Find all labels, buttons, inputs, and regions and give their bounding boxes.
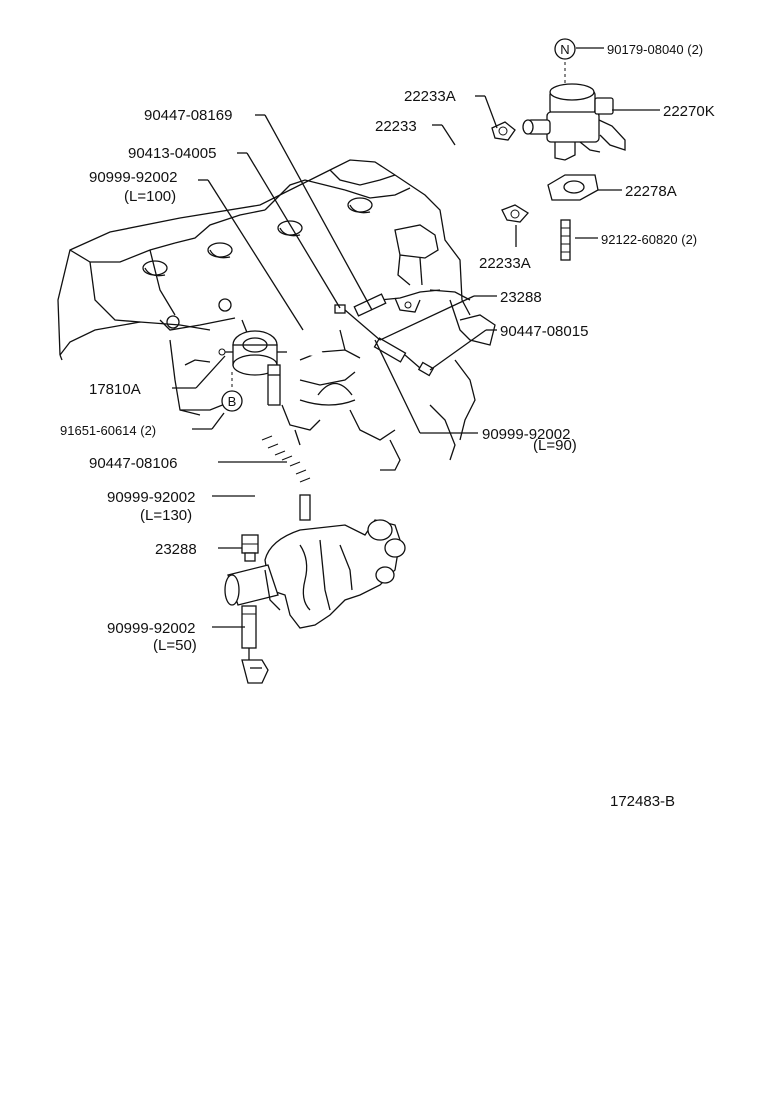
callout-90413-04005: 90413-04005 [128,145,216,162]
n-symbol-label: N [560,42,569,57]
callout-22233A-bottom: 22233A [479,255,531,272]
callout-90447-08169: 90447-08169 [144,107,232,124]
callout-90999-92002-b: 90999-92002 [482,426,570,443]
callout-91651-60614: 91651-60614 (2) [60,423,156,438]
distributor-drawing [224,484,406,684]
callout-90999-92002-a: 90999-92002 [89,169,177,186]
diagram-id: 172483-B [610,793,675,810]
callout-L90: (L=90) [533,437,577,454]
callout-90447-08106: 90447-08106 [89,455,177,472]
callout-17810A: 17810A [89,381,141,398]
callout-22233: 22233 [375,118,417,135]
modulator-and-hoses-drawing [218,293,435,491]
egr-valve-drawing [522,62,626,261]
callout-L100: (L=100) [124,188,176,205]
callout-92122-60820: 92122-60820 (2) [601,232,697,247]
callout-L130: (L=130) [140,507,192,524]
b-symbol-circle [221,390,243,412]
leader-lines [172,47,660,628]
callout-22270K: 22270K [663,103,715,120]
callout-90179-08040: 90179-08040 (2) [607,42,703,57]
callout-90999-92002-c: 90999-92002 [107,489,195,506]
callout-90999-92002-d: 90999-92002 [107,620,195,637]
pipe-and-clamps-drawing [449,121,530,223]
callout-22233A-top: 22233A [404,88,456,105]
b-symbol-label: B [228,394,237,409]
callout-23288-top: 23288 [500,289,542,306]
callout-23288-bottom: 23288 [155,541,197,558]
callout-22278A: 22278A [625,183,677,200]
n-symbol-circle [554,38,576,60]
callout-90447-08015: 90447-08015 [500,323,588,340]
callout-L50: (L=50) [153,637,197,654]
